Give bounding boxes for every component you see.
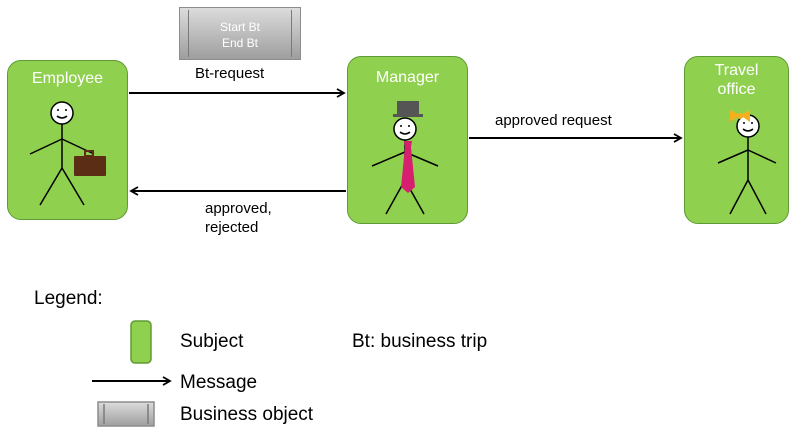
business-object-line2: End Bt (221, 36, 259, 50)
business-object-inner-lines (188, 10, 292, 57)
business-object-box: Start Bt End Bt (179, 7, 301, 60)
subject-employee-label: Employee (31, 70, 104, 87)
legend-title: Legend: (34, 288, 103, 309)
legend-business-object-swatch (97, 401, 155, 427)
legend-abbreviation: Bt: business trip (352, 331, 488, 352)
travel-office-figure (717, 114, 777, 215)
subject-travel-office-label-line2: office (717, 81, 756, 98)
message-label-reply-line1: approved, (205, 200, 272, 217)
top-hat-icon (393, 101, 423, 117)
legend-business-object-label: Business object (180, 404, 314, 425)
legend-subject-label: Subject (180, 331, 244, 352)
subject-travel-office-label-line1: Travel (714, 62, 759, 79)
legend-subject-swatch (130, 320, 152, 364)
message-label-approved-request: approved request (495, 112, 612, 129)
message-label-reply-line2: rejected (205, 219, 259, 236)
bow-icon (730, 110, 750, 122)
message-label-bt-request: Bt-request (195, 65, 265, 82)
subject-employee: Employee (7, 60, 128, 220)
subject-travel-office: Travel office (684, 56, 789, 224)
briefcase-icon (74, 150, 106, 176)
legend-message-label: Message (180, 372, 258, 393)
business-object-line1: Start Bt (219, 20, 260, 34)
subject-manager-label: Manager (375, 69, 440, 86)
tie-icon (401, 141, 415, 193)
